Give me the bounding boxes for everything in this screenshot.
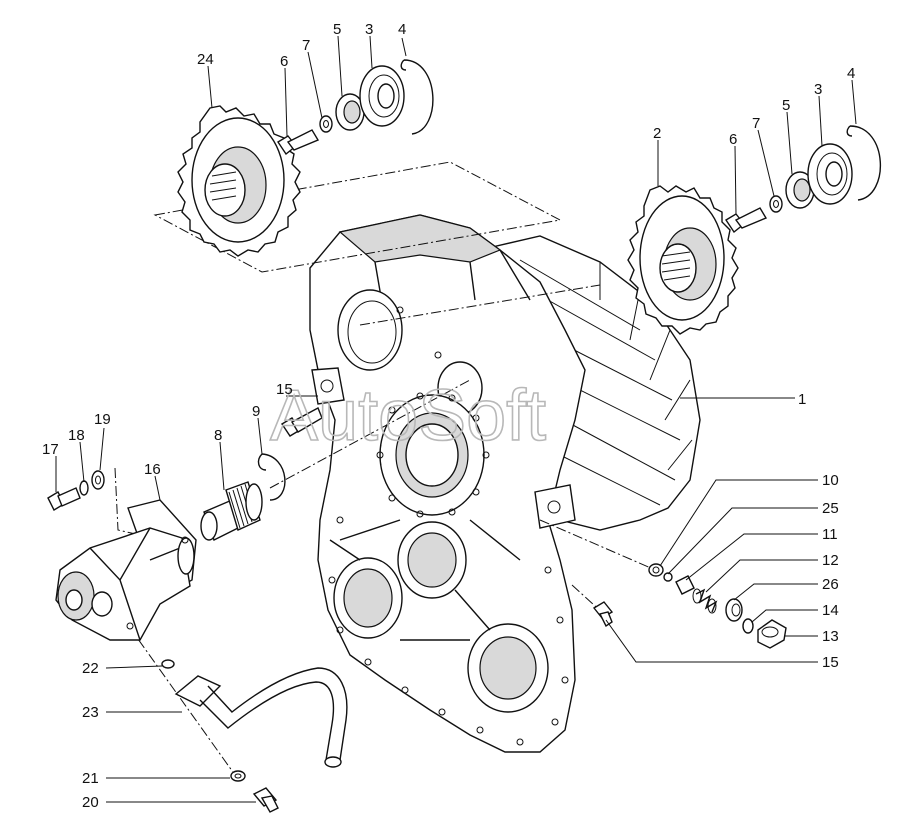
- callout-3-left: 3: [365, 21, 373, 38]
- circlip-9: [257, 453, 286, 501]
- callout-4-left: 4: [398, 21, 406, 38]
- o-ring-22: [161, 659, 175, 669]
- callout-21: 21: [82, 770, 99, 787]
- callout-14: 14: [822, 602, 839, 619]
- plug-13: [757, 619, 787, 649]
- callout-17: 17: [42, 441, 59, 458]
- top-right-shaft-parts: [725, 125, 881, 234]
- gear-24: [177, 105, 301, 257]
- bolt-15-upper: [281, 407, 323, 437]
- top-left-shaft-parts: [277, 59, 434, 156]
- suction-pipe-23: [174, 667, 348, 768]
- callout-15-lower: 15: [822, 654, 839, 671]
- callout-7-right: 7: [752, 115, 760, 132]
- callout-6-right: 6: [729, 131, 737, 148]
- callout-9: 9: [252, 403, 260, 420]
- callout-labels: 24 6 7 5 3 4 2 6 7 5 3 4 1 15 9 8 16 17 …: [42, 21, 855, 811]
- bolt-17: [47, 487, 81, 511]
- callout-5-left: 5: [333, 21, 341, 38]
- callout-4-right: 4: [847, 65, 855, 82]
- callout-12: 12: [822, 552, 839, 569]
- washer-18: [79, 480, 89, 496]
- callout-24: 24: [197, 51, 214, 68]
- callout-5-right: 5: [782, 97, 790, 114]
- washer-19: [91, 470, 105, 490]
- callout-10: 10: [822, 472, 839, 489]
- callout-3-right: 3: [814, 81, 822, 98]
- callout-8: 8: [214, 427, 222, 444]
- callout-20: 20: [82, 794, 99, 811]
- callout-1: 1: [798, 391, 806, 408]
- callout-19: 19: [94, 411, 111, 428]
- hydraulic-pump-16: [55, 499, 197, 641]
- gear-2: [627, 185, 739, 335]
- bolt-holes: [328, 306, 569, 746]
- callout-26: 26: [822, 576, 839, 593]
- shaft-coupling-8: [200, 481, 263, 541]
- spacer-26: [725, 598, 743, 622]
- valve-seat-10: [648, 563, 664, 577]
- seal-ring-14: [742, 618, 754, 634]
- ball-25: [663, 572, 673, 582]
- callout-23: 23: [82, 704, 99, 721]
- callout-25: 25: [822, 500, 839, 517]
- callout-18: 18: [68, 427, 85, 444]
- leader-lines: [55, 35, 857, 803]
- callout-11: 11: [822, 526, 838, 543]
- callout-22: 22: [82, 660, 99, 677]
- washer-21: [230, 770, 246, 782]
- callout-15-upper: 15: [276, 381, 293, 398]
- spring-12: [692, 588, 718, 614]
- callout-16: 16: [144, 461, 161, 478]
- callout-7-left: 7: [302, 37, 310, 54]
- callout-6-left: 6: [280, 53, 288, 70]
- callout-2: 2: [653, 125, 661, 142]
- callout-13: 13: [822, 628, 839, 645]
- bolt-20: [252, 787, 279, 813]
- valve-plunger-11: [675, 575, 695, 595]
- bolt-15-lower: [592, 601, 614, 628]
- watermark: AutoSoft: [270, 376, 546, 456]
